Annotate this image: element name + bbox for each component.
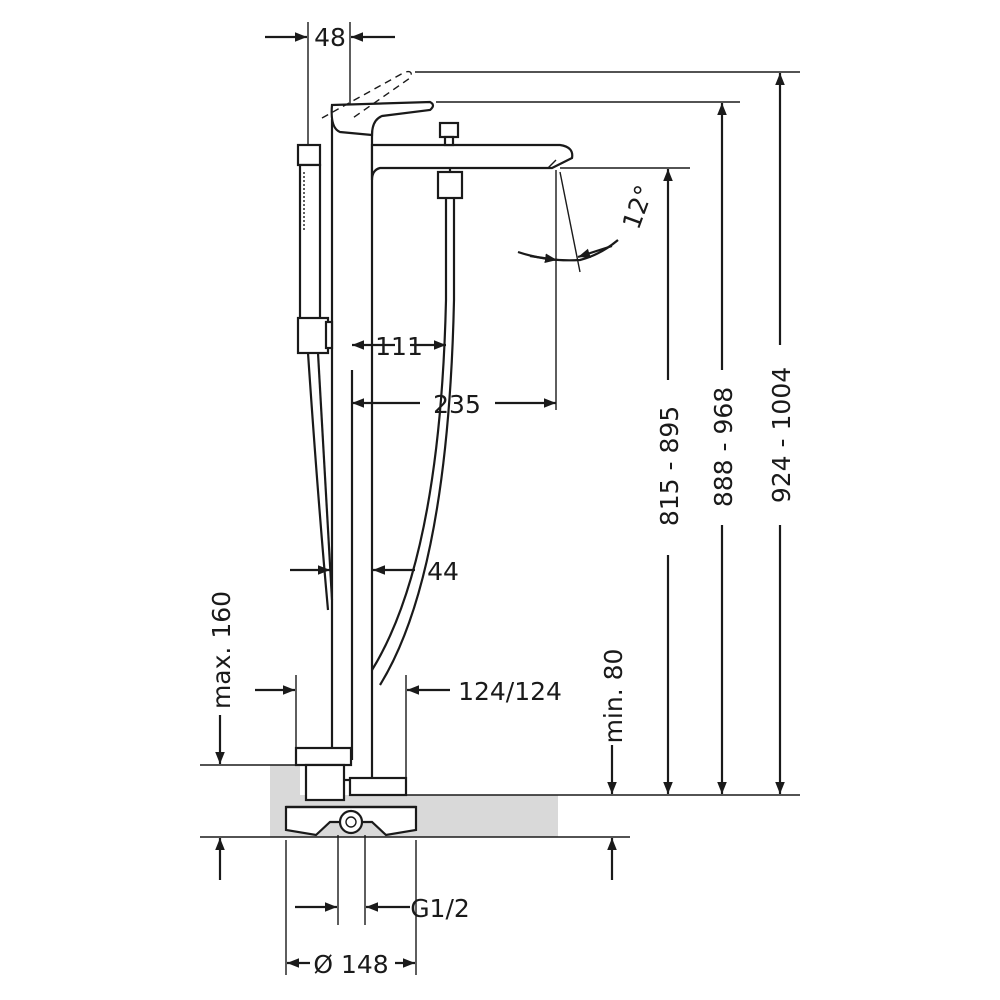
- dim-12deg-arrow-right: [577, 244, 613, 259]
- hand-shower-holder: [296, 316, 330, 355]
- holder-clip: [324, 320, 334, 350]
- base-right-flange: [348, 776, 408, 797]
- diverter-stem: [443, 135, 455, 147]
- hand-shower-head: [296, 143, 322, 167]
- dim-12deg-label: 12°: [617, 181, 659, 233]
- extension-lines: [285, 22, 800, 975]
- hose-inner: [379, 198, 456, 686]
- spout-nozzle-line: [547, 159, 557, 169]
- diverter-knob: [438, 121, 460, 139]
- faucet-lever: [330, 100, 435, 137]
- dim-888-968-label: 888 - 968: [709, 387, 738, 507]
- dim-max160-label: max. 160: [207, 591, 236, 709]
- dim-111-label: 111: [375, 332, 423, 361]
- dimension-arrows: [215, 32, 785, 968]
- floor-fill-right: [410, 795, 558, 837]
- dimension-labels: 48 12° 111 235 815 - 895 888 - 968 924 -…: [207, 23, 796, 979]
- hose-connector: [436, 170, 464, 200]
- dim-dia148-label: Ø 148: [313, 950, 388, 979]
- dim-12deg-arrow-left: [529, 253, 558, 263]
- shower-hose-right: [316, 352, 334, 601]
- dim-44-label: 44: [427, 557, 459, 586]
- water-inlet-inner: [345, 816, 357, 828]
- dim-48-label: 48: [314, 23, 346, 52]
- dim-g12-label: G1/2: [410, 894, 470, 923]
- dim-815-895-label: 815 - 895: [655, 406, 684, 526]
- lever-raised-dashed: [321, 70, 412, 121]
- dim-124-124-label: 124/124: [458, 677, 562, 706]
- base-socket: [304, 763, 346, 802]
- faucet-spout: [370, 143, 574, 181]
- shower-hose-left: [306, 352, 330, 611]
- faucet-drawing: [284, 70, 574, 837]
- water-inlet: [338, 809, 364, 835]
- dim-235-label: 235: [433, 390, 481, 419]
- dim-min80-label: min. 80: [599, 649, 628, 744]
- dim-924-1004-label: 924 - 1004: [767, 367, 796, 503]
- hand-shower-handle: [298, 163, 322, 322]
- hose-outer: [371, 198, 448, 671]
- ext-angle-line: [559, 171, 581, 273]
- base-plate: [294, 746, 353, 767]
